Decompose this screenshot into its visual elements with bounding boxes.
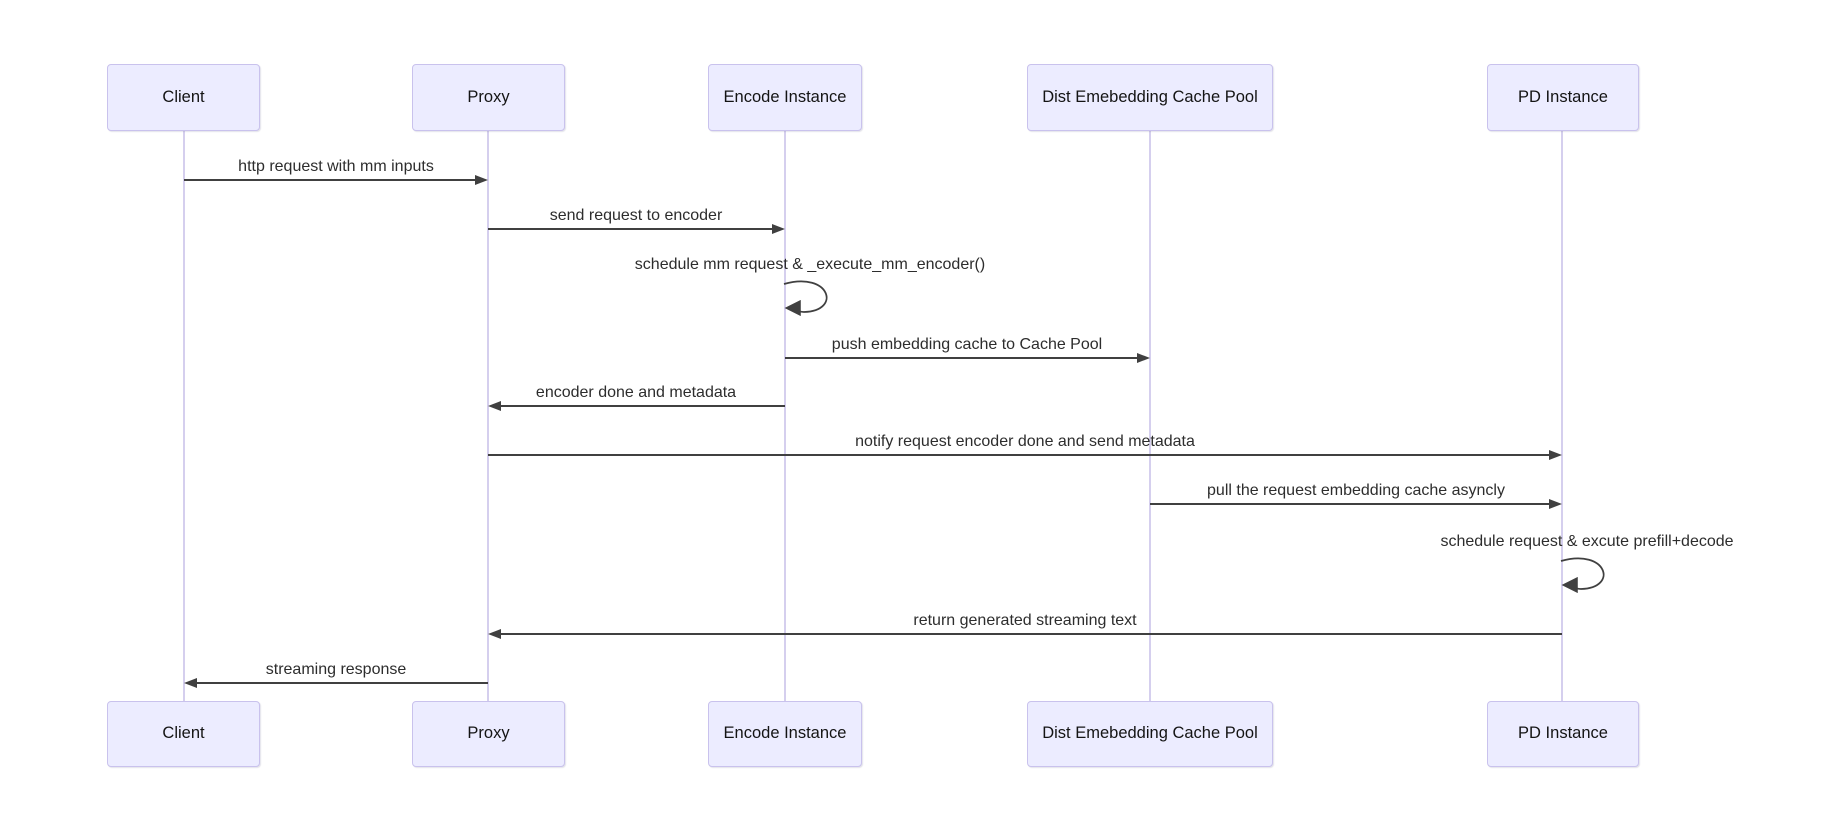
arrowhead-left-icon: [488, 401, 501, 411]
message-line: [488, 228, 774, 230]
arrowhead-right-icon: [1549, 499, 1562, 509]
actor-label: PD Instance: [1518, 87, 1608, 106]
message-label-return-streaming-text: return generated streaming text: [913, 612, 1137, 629]
lifeline-proxy: [487, 131, 489, 701]
self-loop-arrow-icon: [1560, 557, 1605, 594]
actor-label: Encode Instance: [723, 87, 847, 106]
actor-top-proxy: Proxy: [412, 64, 565, 131]
arrowhead-right-icon: [475, 175, 488, 185]
self-loop-arrow-icon: [783, 280, 828, 317]
message-line: [500, 405, 785, 407]
message-label-notify-encoder-done: notify request encoder done and send met…: [855, 433, 1195, 450]
message-line: [488, 454, 1551, 456]
lifeline-client: [183, 131, 185, 701]
actor-bottom-proxy: Proxy: [412, 701, 565, 767]
actor-bottom-pd-instance: PD Instance: [1487, 701, 1639, 767]
actor-label: Proxy: [467, 87, 510, 106]
actor-bottom-cache-pool: Dist Emebedding Cache Pool: [1027, 701, 1273, 767]
actor-label: Dist Emebedding Cache Pool: [1042, 724, 1258, 743]
actor-label: PD Instance: [1518, 724, 1608, 743]
actor-bottom-encode-instance: Encode Instance: [708, 701, 862, 767]
arrowhead-right-icon: [1549, 450, 1562, 460]
arrowhead-right-icon: [1137, 353, 1150, 363]
message-label-streaming-response: streaming response: [265, 661, 407, 678]
message-label-http-request: http request with mm inputs: [238, 158, 434, 175]
actor-top-cache-pool: Dist Emebedding Cache Pool: [1027, 64, 1273, 131]
actor-label: Encode Instance: [723, 724, 847, 743]
message-line: [785, 357, 1139, 359]
message-label-send-request: send request to encoder: [549, 207, 723, 224]
actor-top-client: Client: [107, 64, 260, 131]
message-line: [500, 633, 1562, 635]
lifeline-encode-instance: [784, 131, 786, 701]
message-line: [196, 682, 488, 684]
message-label-schedule-prefill-decode: schedule request & excute prefill+decode: [1440, 533, 1734, 550]
actor-label: Client: [162, 87, 205, 106]
actor-bottom-client: Client: [107, 701, 260, 767]
lifeline-pd-instance: [1561, 131, 1563, 701]
message-label-schedule-mm: schedule mm request & _execute_mm_encode…: [634, 256, 986, 273]
lifeline-cache-pool: [1149, 131, 1151, 701]
message-label-pull-embedding: pull the request embedding cache asyncly: [1207, 482, 1505, 499]
arrowhead-left-icon: [488, 629, 501, 639]
actor-top-encode-instance: Encode Instance: [708, 64, 862, 131]
actor-label: Proxy: [467, 724, 510, 743]
message-label-push-embedding: push embedding cache to Cache Pool: [831, 336, 1103, 353]
message-line: [184, 179, 477, 181]
message-label-encoder-done: encoder done and metadata: [535, 384, 737, 401]
actor-label: Client: [162, 724, 205, 743]
actor-label: Dist Emebedding Cache Pool: [1042, 87, 1258, 106]
arrowhead-left-icon: [184, 678, 197, 688]
arrowhead-right-icon: [772, 224, 785, 234]
message-line: [1150, 503, 1551, 505]
actor-top-pd-instance: PD Instance: [1487, 64, 1639, 131]
